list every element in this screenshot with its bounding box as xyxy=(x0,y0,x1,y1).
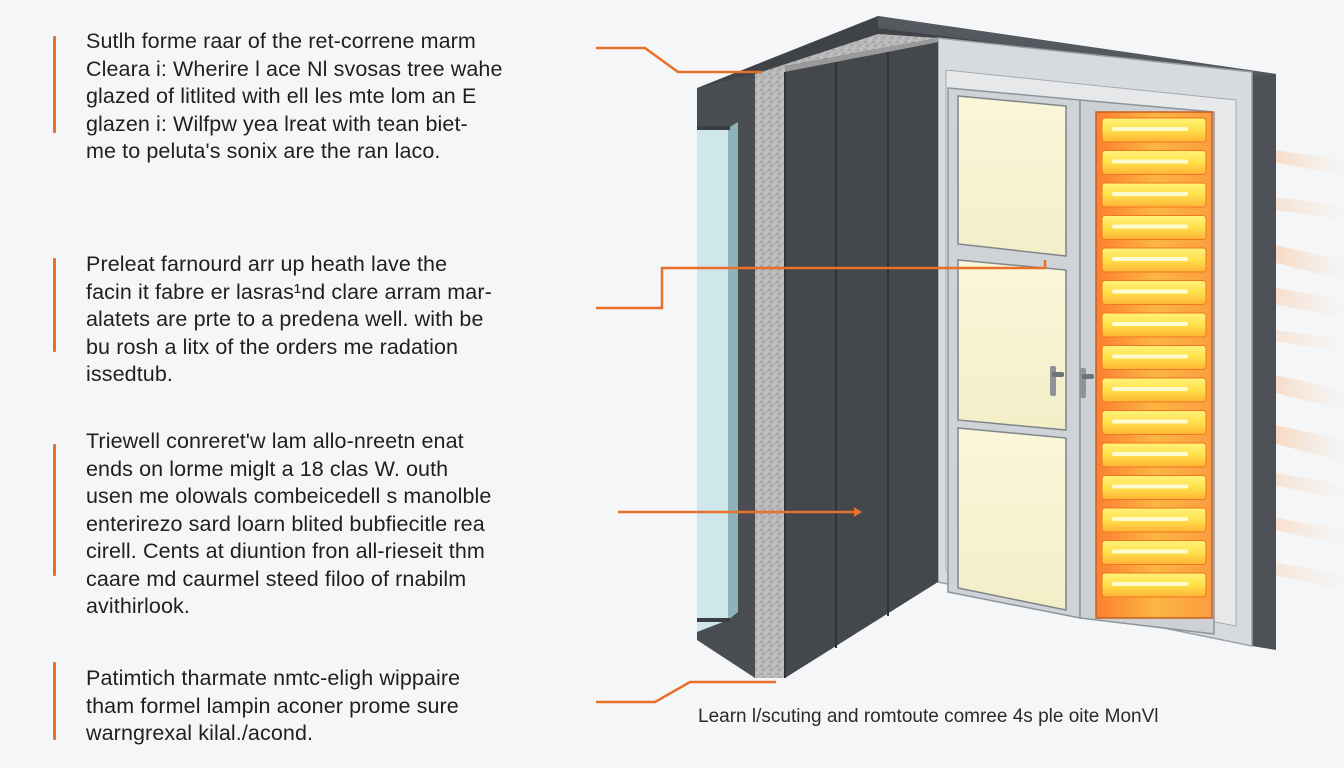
accent-bar-4 xyxy=(53,662,56,740)
note-line: glazen i: Wilfpw yea lreat with tean bie… xyxy=(86,111,468,136)
note-line: me to peluta's sonix are the ran laco. xyxy=(86,139,441,163)
heat-bar-highlight xyxy=(1112,387,1188,391)
heat-bar-highlight xyxy=(1112,127,1188,131)
door-handle-icon xyxy=(1050,366,1064,396)
heat-bar-highlight xyxy=(1112,517,1188,521)
note-line: facin it fabre er lasras¹nd clare arram … xyxy=(86,279,492,304)
heat-bar-highlight xyxy=(1112,192,1188,196)
glass-pane-top xyxy=(957,95,1067,257)
note-line: glazed of litlited with ell les mte lom … xyxy=(86,84,477,108)
note-block-4: Patimtich tharmate nmtc-eligh wippaire t… xyxy=(86,665,586,748)
leader-line-1 xyxy=(596,46,762,74)
window-reveal xyxy=(697,128,728,632)
accent-bar-3 xyxy=(53,444,56,576)
leader-lines xyxy=(596,46,1047,704)
glass-pane-middle xyxy=(957,259,1067,431)
heating-panel xyxy=(1095,111,1213,619)
note-line: warngrexal kilal./acond. xyxy=(86,721,314,745)
note-line: cirell. Cents at diuntion fron all-riese… xyxy=(86,539,485,563)
note-line: enterirezo sard loarn blited bubfiecitle… xyxy=(86,511,485,536)
door-handle-icon xyxy=(1080,368,1094,398)
note-block-2: Preleat farnourd arr up heath lave the f… xyxy=(86,251,586,389)
right-wall-face xyxy=(1252,72,1276,650)
top-slab xyxy=(697,16,1276,92)
note-line: usen me olowals combeicedell s manolble xyxy=(86,484,492,508)
note-line: alatets are prte to a predena well. with… xyxy=(86,307,484,331)
glass-pane-bottom xyxy=(957,427,1067,611)
wall-panel-middle xyxy=(785,42,938,678)
heat-bar-highlight xyxy=(1112,549,1188,554)
heat-bar-highlight xyxy=(1112,159,1188,164)
note-line: bu rosh a litx of the orders me radation xyxy=(86,334,459,359)
heat-bar-highlight xyxy=(1112,354,1188,359)
heat-bar-highlight xyxy=(1112,484,1188,489)
note-line: issedtub. xyxy=(86,362,173,386)
heat-bar-highlight xyxy=(1112,322,1188,326)
heat-bar-highlight xyxy=(1112,224,1188,229)
note-line: Preleat farnourd arr up heath lave the xyxy=(86,252,448,276)
note-line: caare md caurmel steed filoo of rnabilm xyxy=(86,566,467,591)
leader-line-4 xyxy=(596,680,776,704)
note-line: Cleara i: Wherire l ace Nl svosas tree w… xyxy=(86,56,503,81)
note-line: Triewell conreret'w lam allo-nreetn enat xyxy=(86,429,464,453)
note-block-1: Sutlh forme raar of the ret-correne marm… xyxy=(86,28,586,166)
diagram-caption: Learn l/scuting and romtoute comree 4s p… xyxy=(698,706,1159,727)
note-line: Sutlh forme raar of the ret-correne marm xyxy=(86,29,476,53)
note-line: tham formel lampin aconer prome sure xyxy=(86,693,459,718)
note-block-3: Triewell conreret'w lam allo-nreetn enat… xyxy=(86,428,586,621)
accent-bar-1 xyxy=(53,36,56,133)
note-line: ends on lorme miglt a 18 clas W. outh xyxy=(86,456,449,481)
leader-line-2 xyxy=(596,260,1047,310)
insulation-layer xyxy=(755,66,785,678)
heat-bar-highlight xyxy=(1112,582,1188,586)
heat-bar-highlight xyxy=(1112,289,1188,294)
heat-bar-highlight xyxy=(1112,257,1188,261)
note-line: Patimtich tharmate nmtc-eligh wippaire xyxy=(86,666,461,690)
note-line: avithirlook. xyxy=(86,594,190,618)
accent-bar-2 xyxy=(53,258,56,352)
heat-bar-highlight xyxy=(1112,452,1188,456)
heat-bar-highlight xyxy=(1112,419,1188,424)
